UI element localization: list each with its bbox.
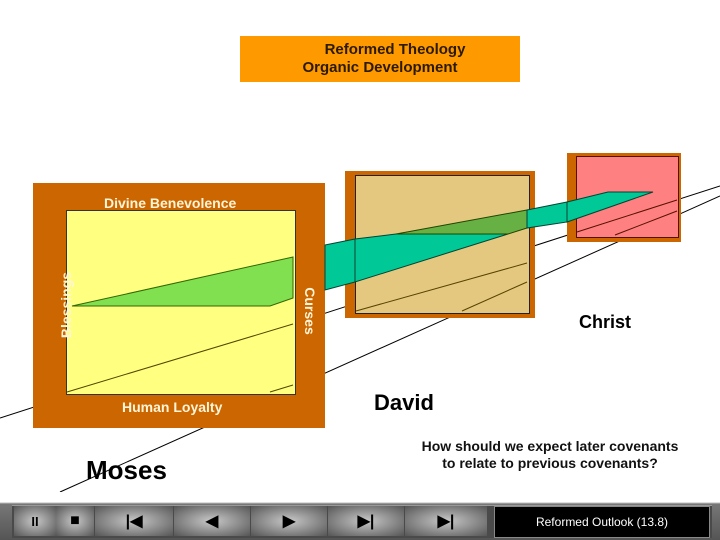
question-line-2: to relate to previous covenants?: [442, 455, 658, 471]
next-section-button[interactable]: ▶|: [328, 506, 404, 536]
previous-slide-button[interactable]: ◀: [174, 506, 250, 536]
question-text: How should we expect later covenants to …: [380, 438, 720, 472]
david-label: David: [374, 390, 434, 415]
previous-icon: ◀: [205, 513, 219, 530]
first-slide-button[interactable]: |◀: [95, 506, 173, 536]
slide-status: Reformed Outlook (13.8): [494, 506, 710, 538]
title-line-2: Organic Development: [302, 59, 458, 76]
question-line-1: How should we expect later covenants: [421, 438, 679, 454]
stop-button[interactable]: ■: [56, 506, 94, 536]
christ-label: Christ: [579, 312, 632, 332]
skip-to-start-icon: |◀: [125, 513, 143, 530]
blessings-label: Blessings: [58, 271, 74, 339]
pause-button[interactable]: II: [14, 506, 56, 536]
pause-icon: II: [31, 513, 39, 529]
next-slide-button[interactable]: ▶: [251, 506, 327, 536]
title-line-1: Reformed Theology: [324, 41, 466, 58]
skip-to-end-icon: ▶|: [437, 513, 455, 530]
title-box: Reformed Theology Organic Development: [240, 36, 520, 82]
divine-benevolence-label: Divine Benevolence: [104, 195, 237, 211]
last-slide-button[interactable]: ▶|: [405, 506, 487, 536]
skip-forward-icon: ▶|: [357, 513, 375, 530]
human-loyalty-label: Human Loyalty: [122, 399, 223, 415]
play-next-icon: ▶: [282, 513, 296, 530]
moses-label: Moses: [86, 455, 167, 485]
stop-icon: ■: [70, 512, 80, 529]
curses-label: Curses: [302, 287, 318, 335]
